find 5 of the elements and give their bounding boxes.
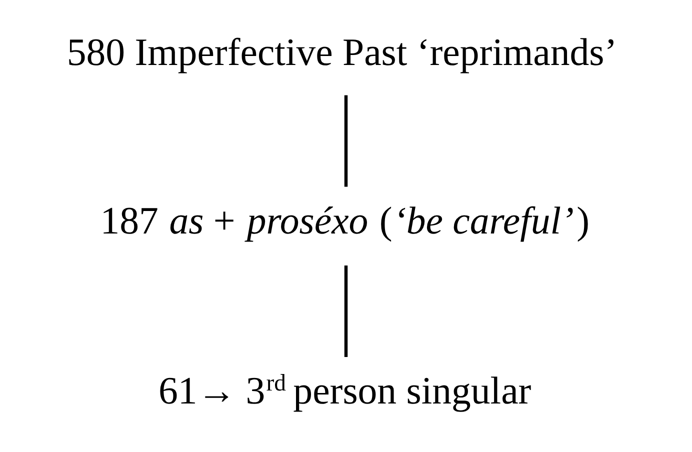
connector	[344, 266, 348, 357]
node-text: 187 as + proséxo (‘be careful’)	[100, 199, 590, 242]
node-text: 61→ 3$^{rd}$ person singular	[158, 370, 532, 413]
connector	[344, 95, 348, 187]
node-text: 580 Imperfective Past ‘reprimands’	[66, 31, 618, 74]
